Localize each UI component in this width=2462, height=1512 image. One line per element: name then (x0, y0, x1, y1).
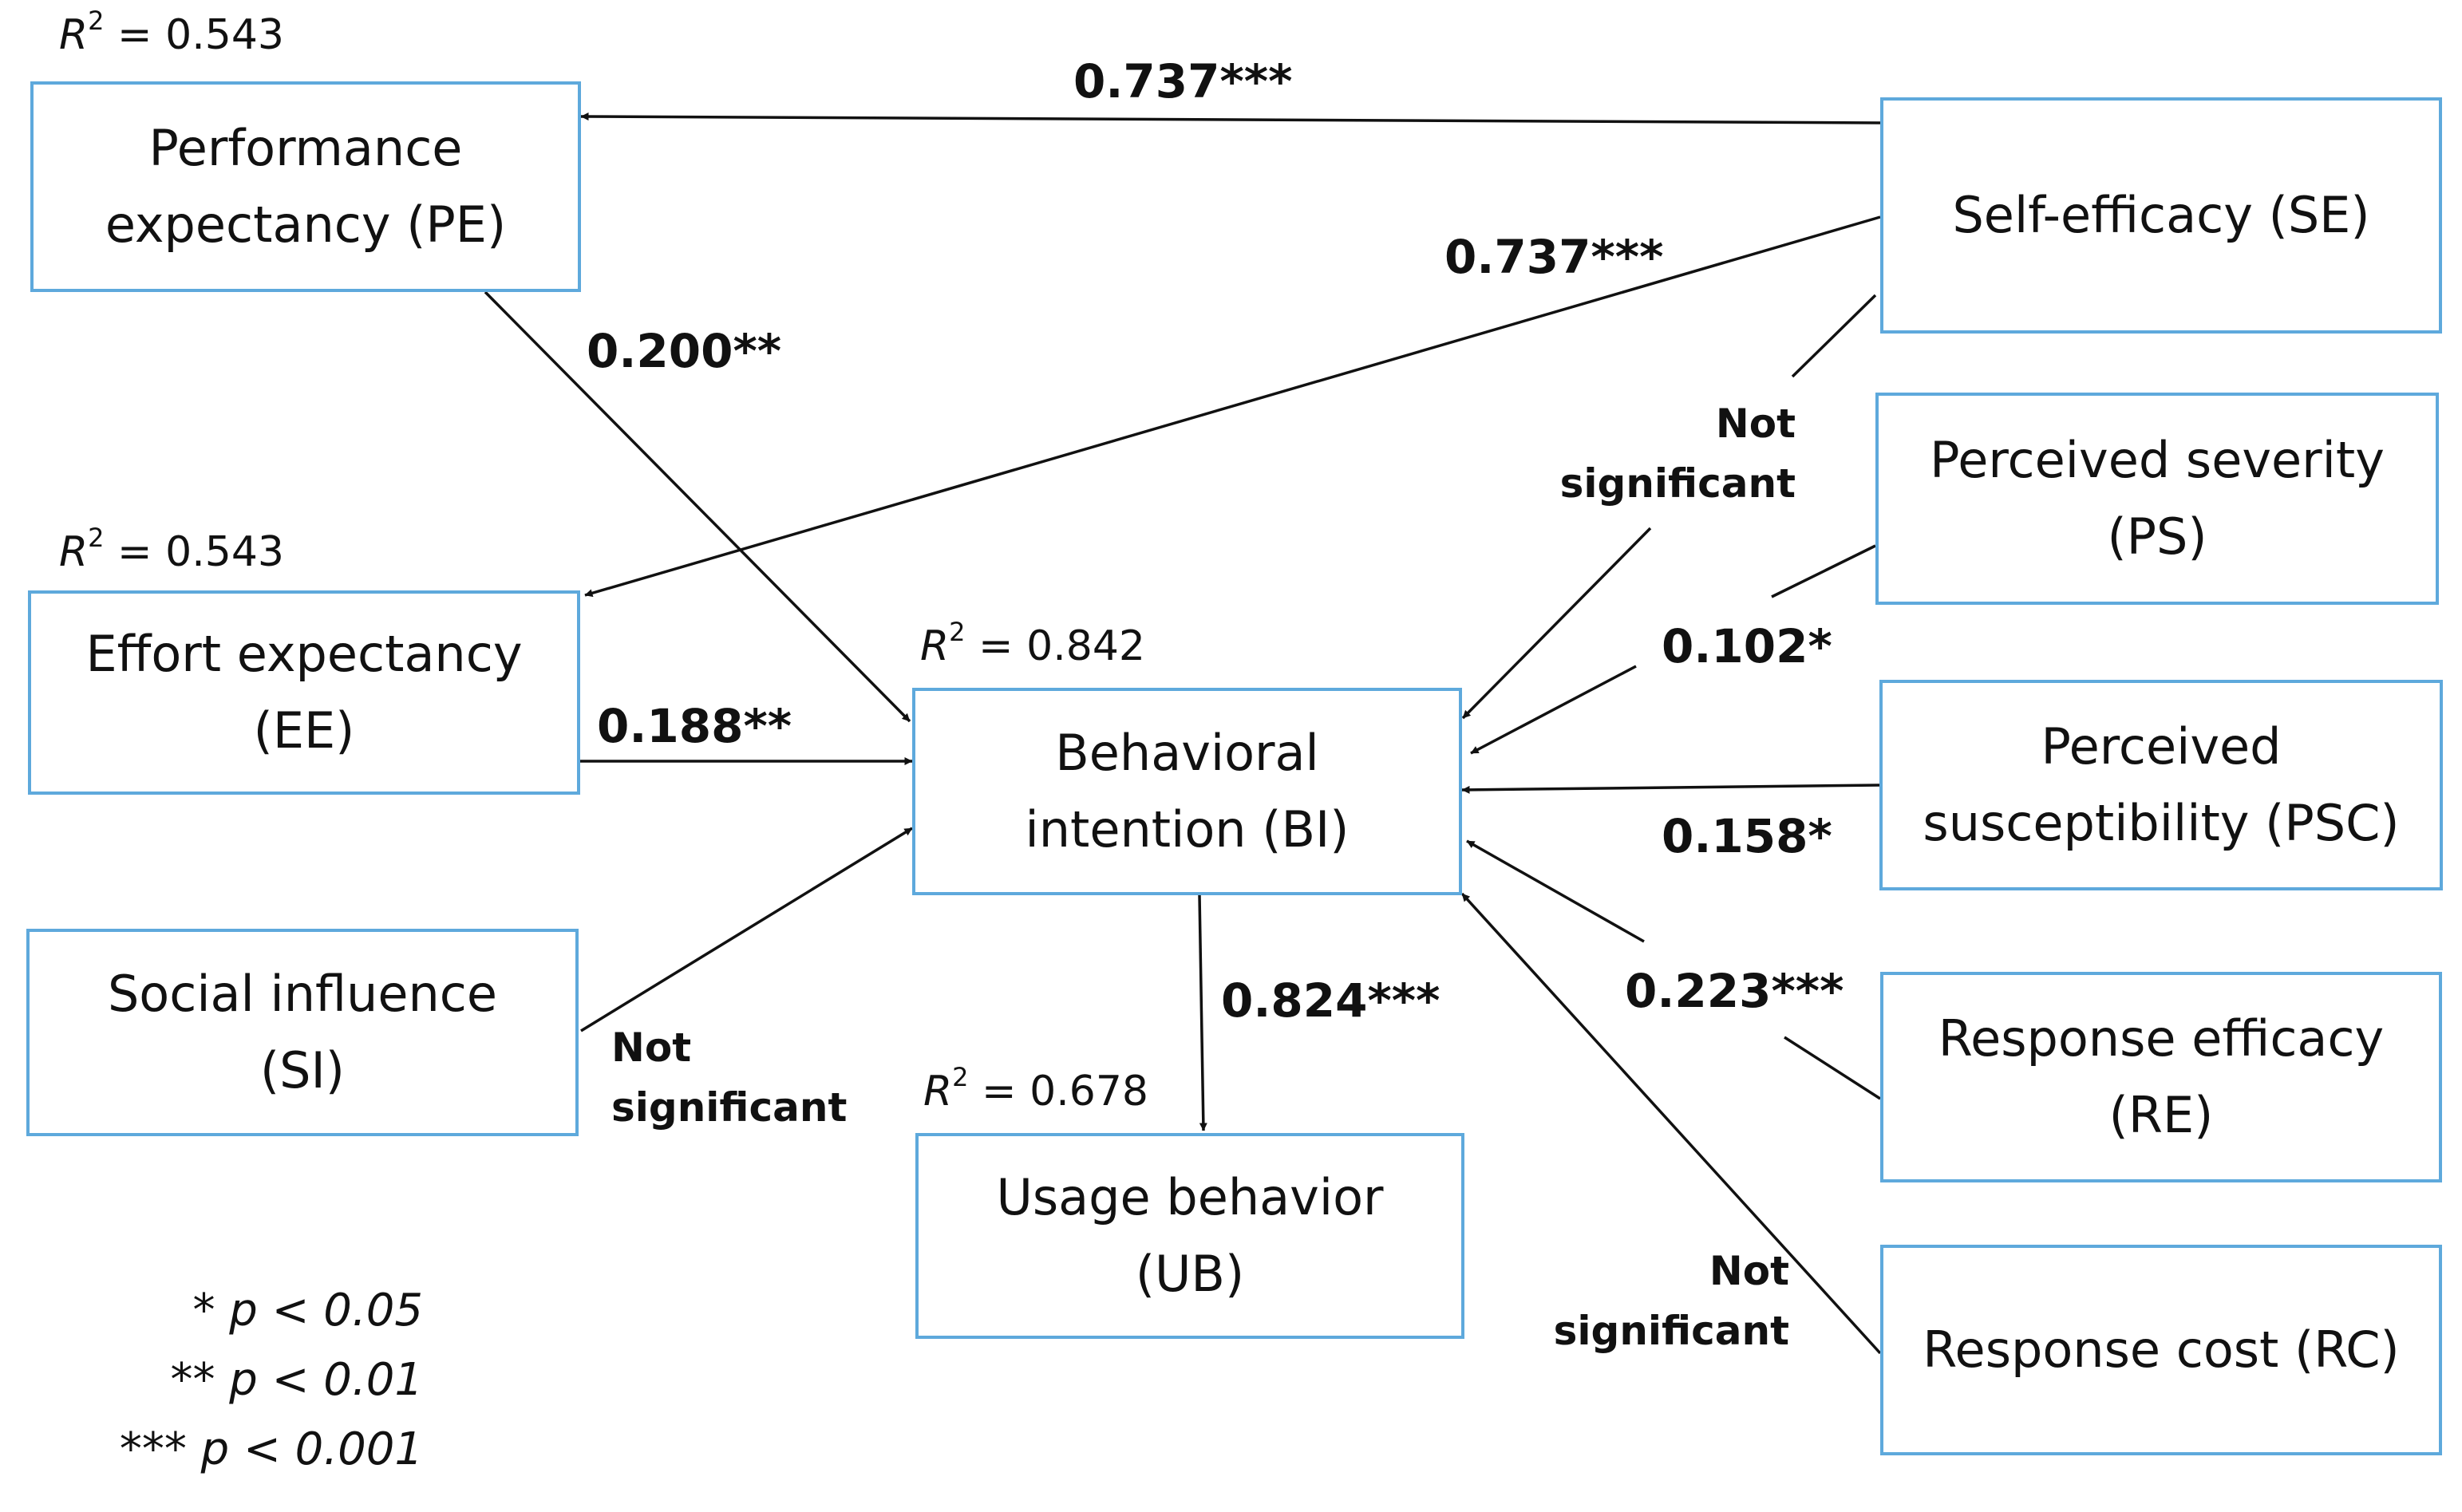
node-si-label: Social influence (SI) (107, 964, 498, 1099)
r-squared-bi-value: = 0.842 (978, 622, 1145, 670)
arrow-se-to-bi (1461, 527, 1652, 720)
path-label-bi-ub: 0.824*** (1221, 973, 1440, 1028)
r-squared-pe-value: = 0.543 (117, 11, 284, 59)
r-symbol: R (59, 11, 89, 59)
node-usage-behavior: Usage behavior (UB) (915, 1133, 1464, 1339)
node-perceived-susceptibility: Perceived susceptibility (PSC) (1879, 680, 2443, 890)
arrow-pe-to-bi (484, 290, 911, 723)
arrow-se-to-pe (580, 113, 1881, 124)
node-response-efficacy: Response efficacy (RE) (1880, 972, 2442, 1182)
node-pe-label: Performance expectancy (PE) (105, 118, 507, 254)
legend-p05: * p < 0.05 (192, 1285, 423, 1336)
r-squared-pe: R2 = 0.543 (59, 8, 284, 59)
r-symbol: R (923, 1068, 953, 1115)
arrow-si-to-bi (580, 827, 913, 1032)
r-exponent: 2 (88, 523, 105, 553)
path-label-rc-bi: Not significant (1553, 1248, 1789, 1354)
node-effort-expectancy: Effort expectancy (EE) (28, 590, 580, 795)
significance-legend: * p < 0.05 ** p < 0.01 *** p < 0.001 (56, 1277, 423, 1484)
node-se-label: Self-efficacy (SE) (1952, 185, 2370, 244)
arrow-bi-to-ub (1198, 894, 1207, 1131)
path-label-psc-bi: 0.158* (1662, 809, 1832, 863)
r-symbol: R (59, 528, 89, 576)
path-label-re-bi: 0.223*** (1625, 964, 1844, 1018)
legend-p001: *** p < 0.001 (119, 1423, 423, 1475)
arrow-se-to-ee (584, 215, 1881, 598)
node-bi-label: Behavioral intention (BI) (1025, 723, 1350, 859)
arrow-rc-to-bi (1460, 892, 1882, 1355)
r-squared-ub-value: = 0.678 (982, 1068, 1148, 1115)
r-squared-ee: R2 = 0.543 (59, 525, 284, 576)
r-exponent: 2 (949, 617, 966, 647)
node-response-cost: Response cost (RC) (1880, 1245, 2442, 1455)
node-re-label: Response efficacy (RE) (1938, 1009, 2385, 1144)
node-psc-label: Perceived susceptibility (PSC) (1923, 717, 2400, 852)
arrow-ps-to-bi (1470, 665, 1637, 755)
arrow-re-to-bi (1466, 839, 1645, 943)
path-label-ps-bi: 0.102* (1662, 619, 1832, 673)
line-ps-to-bi-upper (1771, 544, 1876, 598)
r-exponent: 2 (88, 6, 105, 36)
legend-p01: ** p < 0.01 (170, 1353, 423, 1406)
r-symbol: R (920, 622, 950, 670)
node-self-efficacy: Self-efficacy (SE) (1880, 97, 2442, 334)
r-squared-ee-value: = 0.543 (117, 528, 284, 576)
path-label-ee-bi: 0.188** (597, 699, 792, 753)
r-squared-bi: R2 = 0.842 (920, 619, 1145, 670)
path-label-pe-bi: 0.200** (587, 324, 782, 378)
line-se-to-bi-upper (1791, 294, 1877, 378)
path-label-se-ee: 0.737*** (1444, 230, 1664, 284)
node-ub-label: Usage behavior (UB) (996, 1167, 1384, 1303)
path-label-se-pe: 0.737*** (1073, 54, 1293, 109)
line-re-to-bi-lower (1784, 1036, 1881, 1100)
node-social-influence: Social influence (SI) (26, 929, 579, 1136)
node-perceived-severity: Perceived severity (PS) (1875, 393, 2439, 605)
node-performance-expectancy: Performance expectancy (PE) (30, 81, 581, 292)
node-ee-label: Effort expectancy (EE) (85, 624, 523, 760)
node-rc-label: Response cost (RC) (1923, 1320, 2400, 1379)
node-behavioral-intention: Behavioral intention (BI) (912, 688, 1462, 895)
path-label-se-bi: Not significant (1559, 401, 1796, 507)
arrow-psc-to-bi (1461, 784, 1880, 794)
r-exponent: 2 (952, 1062, 969, 1092)
r-squared-ub: R2 = 0.678 (923, 1064, 1148, 1115)
path-label-si-bi: Not significant (611, 1024, 848, 1131)
node-ps-label: Perceived severity (PS) (1930, 430, 2385, 566)
